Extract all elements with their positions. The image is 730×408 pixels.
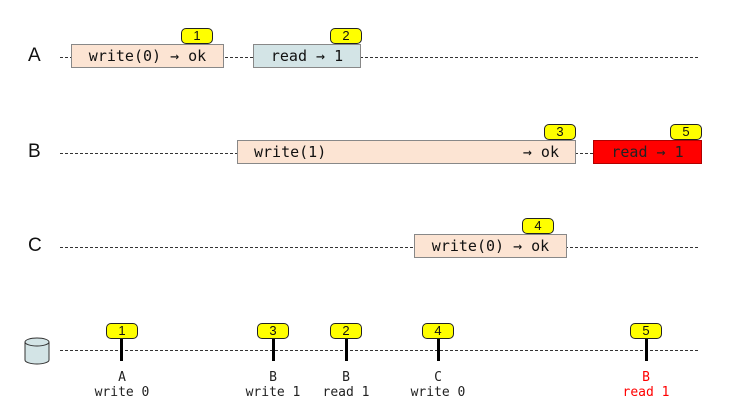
- op-b-write: write(1) → ok: [237, 140, 576, 164]
- op-b-write-result: → ok: [522, 143, 559, 161]
- timeline-event-5-process: B: [642, 370, 650, 385]
- timeline-event-2-label: B read 1: [301, 370, 391, 400]
- timeline-event-1-process: A: [118, 370, 126, 385]
- database-icon: [24, 337, 50, 365]
- storage-timeline: [60, 350, 698, 351]
- badge-1: 1: [181, 28, 213, 44]
- lane-label-b: B: [28, 141, 41, 162]
- timeline-event-3-action: write 1: [245, 385, 301, 400]
- timeline-event-4-process: C: [434, 370, 442, 385]
- lane-label-c: C: [28, 235, 42, 256]
- timeline-tick-3: [272, 339, 275, 361]
- op-a-write: write(0) → ok: [71, 44, 224, 68]
- op-b-read-anomaly: read → 1: [593, 140, 702, 164]
- badge-3: 3: [544, 124, 576, 140]
- timeline-tick-5: [645, 339, 648, 361]
- badge-5: 5: [670, 124, 702, 140]
- timeline-event-4-label: C write 0: [393, 370, 483, 400]
- timeline-event-3-label: B write 1: [228, 370, 318, 400]
- lane-label-a: A: [28, 45, 41, 66]
- timeline-event-4-action: write 0: [410, 385, 466, 400]
- lane-a-timeline: [60, 57, 698, 58]
- badge-2: 2: [330, 28, 362, 44]
- timeline-badge-1: 1: [106, 323, 138, 339]
- op-c-write: write(0) → ok: [414, 234, 567, 258]
- timeline-event-3-process: B: [269, 370, 277, 385]
- timeline-tick-4: [437, 339, 440, 361]
- op-b-write-call: write(1): [254, 143, 327, 161]
- timeline-badge-2: 2: [330, 323, 362, 339]
- badge-4: 4: [522, 218, 554, 234]
- lane-c-timeline: [60, 247, 698, 248]
- timeline-event-1-label: A write 0: [77, 370, 167, 400]
- timeline-badge-5: 5: [630, 323, 662, 339]
- timeline-event-2-action: read 1: [322, 385, 370, 400]
- timeline-event-2-process: B: [342, 370, 350, 385]
- op-a-read: read → 1: [253, 44, 361, 68]
- timeline-event-1-action: write 0: [94, 385, 150, 400]
- timeline-badge-3: 3: [257, 323, 289, 339]
- timeline-badge-4: 4: [422, 323, 454, 339]
- timeline-tick-1: [120, 339, 123, 361]
- timeline-event-5-label: B read 1: [601, 370, 691, 400]
- timeline-tick-2: [345, 339, 348, 361]
- timeline-event-5-action: read 1: [622, 385, 670, 400]
